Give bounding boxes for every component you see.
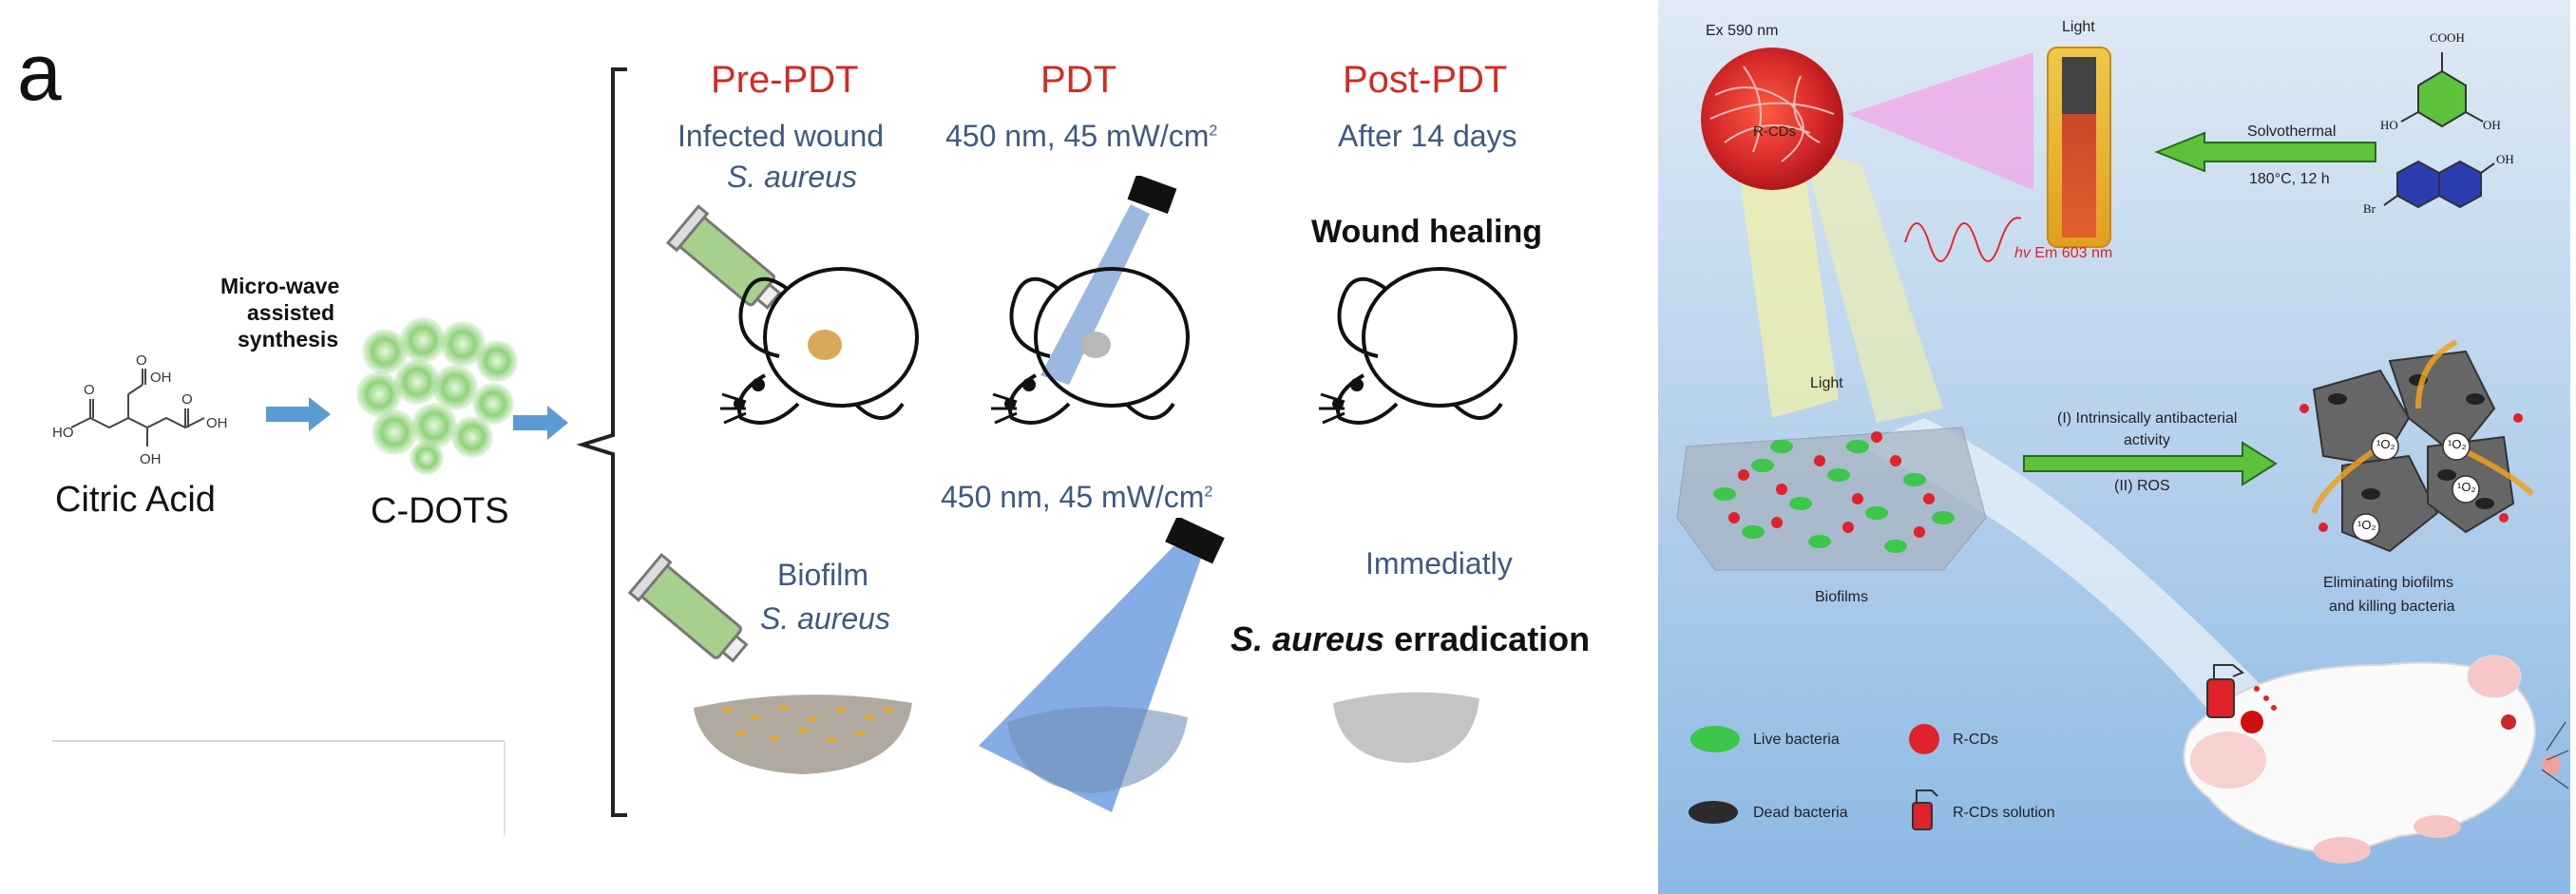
legend-dead-bacteria: Dead bacteria (1753, 805, 1848, 821)
biofilm-cleared (1333, 692, 1479, 763)
arrow-to-treatments (513, 406, 568, 440)
citric-o2: O (136, 352, 147, 369)
biofilm-infected (694, 694, 912, 774)
row2-post-line: Immediatly (1365, 546, 1513, 580)
row1-post-line: After 14 days (1338, 119, 1517, 153)
legend-rcds-solution: R-CDs solution (1953, 805, 2055, 821)
header-pre-pdt: Pre-PDT (711, 59, 859, 101)
mechanism-line3: (II) ROS (2114, 478, 2170, 494)
singlet-oxygen-4: ¹O₂ (2457, 480, 2476, 494)
emission-label: hv Em 603 nm (2014, 245, 2112, 262)
emission-value: Em 603 nm (2034, 245, 2113, 261)
singlet-oxygen-1: ¹O₂ (2376, 437, 2395, 451)
row2-pre-line2: S. aureus (760, 601, 890, 636)
conditions-label: 180°C, 12 h (2249, 171, 2330, 187)
legend-live-bacteria: Live bacteria (1753, 732, 1840, 748)
syringe-row2 (627, 552, 749, 663)
rcds-particle-label: R-CDs (1753, 124, 1796, 140)
row1-pre-line1: Infected wound (677, 119, 885, 153)
biofilms-label: Biofilms (1815, 589, 1869, 605)
reagent2-oh: OH (2496, 152, 2514, 166)
row2-result-italic: S. aureus (1231, 619, 1385, 658)
panel-a: a HO O O OH OH O OH Citric Acid Micro-wa… (17, 28, 1590, 836)
reagent1-ho: HO (2380, 118, 2398, 132)
laser-row2 (979, 518, 1225, 812)
mouse-pdt (991, 267, 1190, 425)
solvothermal-label: Solvothermal (2247, 124, 2337, 140)
treatment-bracket (576, 67, 627, 817)
light-top-label: Light (2062, 19, 2095, 35)
panel-a-label: a (17, 28, 62, 117)
laser-row1 (1040, 176, 1177, 385)
light-mid-label: Light (1810, 375, 1843, 391)
singlet-oxygen-2: ¹O₂ (2448, 437, 2467, 451)
cdots-label: C-DOTS (371, 491, 509, 531)
arrow-to-cdots (266, 397, 331, 431)
row1-pdt-sup: 2 (1209, 123, 1218, 140)
citric-oh1: OH (150, 370, 172, 386)
synthesis-label-3: synthesis (238, 327, 339, 352)
row2-result-rest: erradication (1394, 619, 1591, 658)
row1-pre-line2: S. aureus (727, 160, 857, 194)
row1-pdt-line: 450 nm, 45 mW/cm2 (945, 119, 1217, 154)
panel-b-illustration (1658, 0, 2570, 894)
citric-o1: O (84, 382, 95, 398)
panel-b: b (1658, 0, 2570, 894)
row2-pre-line1: Biofilm (777, 558, 869, 592)
reagent1-cooh: COOH (2430, 30, 2465, 45)
singlet-oxygen-3: ¹O₂ (2357, 518, 2376, 532)
divider-line (52, 740, 504, 742)
citric-o3: O (181, 391, 193, 408)
row2-pdt-line: 450 nm, 45 mW/cm2 (941, 480, 1212, 515)
excitation-label: Ex 590 nm (1706, 23, 1779, 39)
row2-result: S. aureus erradication (1231, 619, 1590, 659)
header-pdt: PDT (1040, 59, 1116, 101)
citric-acid-label: Citric Acid (55, 480, 216, 520)
mechanism-line1: (I) Intrinsically antibacterial (2057, 410, 2238, 427)
legend-rcds: R-CDs (1953, 732, 1998, 748)
emission-hv: hv (2014, 245, 2031, 261)
divider-line-vertical (504, 741, 506, 836)
result-line1: Eliminating biofilms (2323, 575, 2453, 591)
reagent1-oh: OH (2483, 118, 2501, 132)
citric-oh3: OH (206, 415, 228, 431)
synthesis-label-1: Micro-wave (220, 274, 340, 298)
citric-acid-structure: HO O O OH OH O OH (52, 352, 228, 467)
header-post-pdt: Post-PDT (1343, 59, 1508, 101)
row1-result: Wound healing (1311, 214, 1543, 250)
mouse-pre-pdt (720, 267, 919, 425)
synthesis-label-2: assisted (247, 300, 335, 325)
citric-ho: HO (52, 425, 74, 441)
row1-pdt-text: 450 nm, 45 mW/cm (945, 119, 1210, 153)
citric-oh2: OH (140, 451, 162, 467)
reagent2-br: Br (2363, 201, 2376, 216)
cdots-cluster (356, 317, 518, 475)
mechanism-line2: activity (2124, 432, 2170, 448)
row2-pdt-sup: 2 (1204, 484, 1213, 501)
result-line2: and killing bacteria (2329, 599, 2455, 615)
row2-pdt-text: 450 nm, 45 mW/cm (941, 480, 1205, 514)
mouse-post-pdt (1319, 267, 1517, 425)
